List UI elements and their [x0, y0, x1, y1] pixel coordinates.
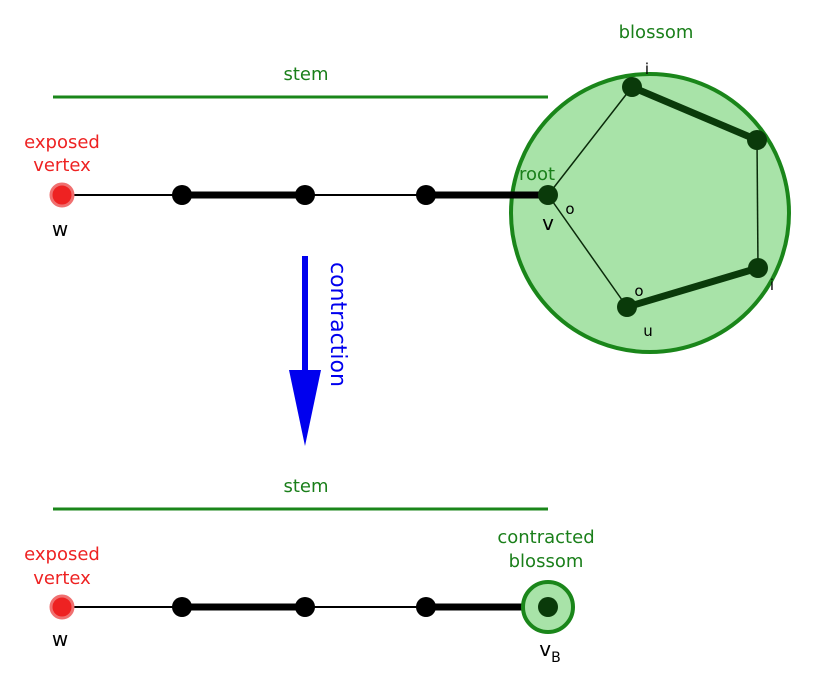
bottom-exposed-vertex-w — [49, 594, 75, 620]
bottom-vertex-b — [295, 597, 315, 617]
bottom-diagram: stem exposed vertex w contracted blossom… — [24, 476, 595, 666]
vb-subscript: B — [551, 650, 561, 666]
arrow-head — [289, 370, 321, 446]
v-mark-o: o — [565, 200, 574, 218]
blossom-edge-v-top — [547, 86, 633, 196]
contracted-label-1: contracted — [497, 527, 594, 548]
contraction-arrow: contraction — [289, 256, 350, 446]
vertex-c — [416, 185, 436, 205]
vertex-b — [295, 185, 315, 205]
blossom-edge-right-lowright — [756, 139, 759, 269]
v-label: v — [542, 211, 554, 235]
bottom-vertex-c — [416, 597, 436, 617]
vb-main: v — [539, 637, 551, 661]
vertex-a — [172, 185, 192, 205]
exposed-vertex-w — [49, 182, 75, 208]
u-label: u — [643, 322, 653, 340]
top-vertex-i-label: i — [645, 60, 649, 78]
blossom-vertex-right — [747, 130, 767, 150]
contracted-label-2: blossom — [509, 551, 584, 572]
bottom-vertex-o-label: o — [634, 282, 643, 300]
top-exposed-label-2: vertex — [33, 155, 91, 176]
top-exposed-label-1: exposed — [24, 132, 100, 153]
blossom-vertex-u — [617, 297, 637, 317]
top-stem-label: stem — [283, 64, 328, 85]
blossom-vertex-lowright — [748, 258, 768, 278]
root-label: root — [519, 164, 555, 185]
top-diagram: stem blossom exposed vertex w root v o i — [24, 22, 791, 354]
vertex-vb — [538, 597, 558, 617]
vb-label: vB — [539, 637, 560, 666]
contraction-label: contraction — [325, 262, 350, 387]
blossom-matched-edge-lowright-bottom — [626, 264, 759, 311]
blossom-matched-edge-top-right — [630, 83, 759, 144]
blossom-edge-bottom-v — [547, 194, 628, 308]
right-vertex-i-label: i — [770, 276, 774, 294]
bottom-exposed-label-1: exposed — [24, 544, 100, 565]
bottom-stem-label: stem — [283, 476, 328, 497]
vertex-v-root — [538, 185, 558, 205]
bottom-exposed-label-2: vertex — [33, 568, 91, 589]
blossom-vertex-top — [622, 77, 642, 97]
top-w-label: w — [52, 217, 68, 241]
bottom-vertex-a — [172, 597, 192, 617]
blossom-label: blossom — [619, 22, 694, 43]
bottom-w-label: w — [52, 627, 68, 651]
